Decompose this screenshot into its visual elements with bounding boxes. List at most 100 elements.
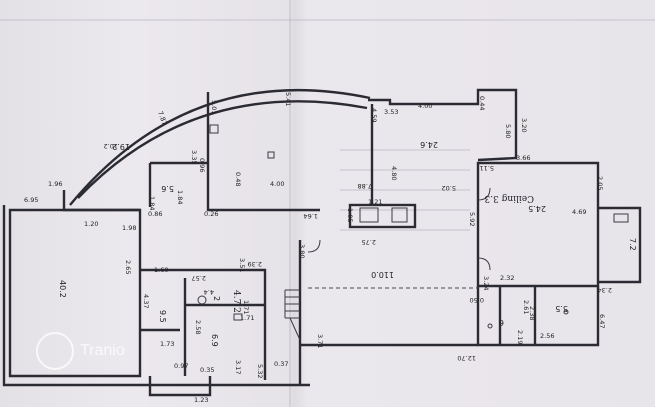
wall-right-room <box>476 161 600 288</box>
dim-label: 3.53 <box>384 108 398 116</box>
fireplace-box <box>391 207 408 223</box>
fireplace-box <box>359 207 379 223</box>
dim-label: 2.58 <box>194 320 202 334</box>
dim-label: 3.35 <box>190 150 198 164</box>
dim-label: 5.92 <box>468 212 476 226</box>
room-area: 5.6 <box>161 184 174 193</box>
dim-label: 3.66 <box>516 154 530 162</box>
dim-label: 0.26 <box>204 210 218 218</box>
dim-label: 1.84 <box>148 196 156 210</box>
dim-label: 1.71 <box>242 300 250 314</box>
dim-label: 4.59 <box>370 108 378 122</box>
dim-label: 7.88 <box>358 182 372 190</box>
fireplace <box>348 203 417 229</box>
dim-label: 3.80 <box>298 244 306 258</box>
dim-label: 5.11 <box>480 164 494 172</box>
watermark-text: Tranio <box>80 342 125 359</box>
dim-label: 0.96 <box>198 158 206 172</box>
room-area: 5.5 <box>555 304 568 313</box>
dim-label: 0.48 <box>234 172 242 186</box>
tranio-watermark: Tranio <box>36 332 125 370</box>
dim-label: 3.20 <box>520 118 528 132</box>
room-area: 6.9 <box>210 334 219 347</box>
dim-label: 1.05 <box>346 208 354 222</box>
staircase <box>284 289 300 319</box>
wall-balcony <box>598 206 642 284</box>
wall-arc-outer <box>69 88 371 206</box>
dim-label: 2.38 <box>528 306 536 320</box>
dim-label: 0.50 <box>470 296 484 304</box>
drain-fixture <box>487 323 493 329</box>
dim-label: 10.2 <box>104 142 118 150</box>
dim-label: 4.80 <box>390 166 398 180</box>
room-area: 19.2 <box>112 142 130 151</box>
dim-label: 6.95 <box>24 196 38 204</box>
balcony-rail <box>613 213 629 223</box>
fixture <box>209 124 219 134</box>
dim-label: 0.37 <box>274 360 288 368</box>
room-area: 2 <box>212 296 221 301</box>
staircase-rail <box>289 317 301 341</box>
door-swing <box>307 239 321 253</box>
dim-label: 6.47 <box>598 314 606 328</box>
dim-label: 1.96 <box>48 180 62 188</box>
dim-label: 3.24 <box>482 276 490 290</box>
dim-label: 2.32 <box>500 274 514 282</box>
dim-label: 2.05 <box>596 176 604 190</box>
dim-label: 3.71 <box>316 334 324 348</box>
dim-label: 1.21 <box>368 198 382 206</box>
wall-center-top <box>206 92 320 212</box>
door-swing <box>477 187 491 201</box>
drain-fixture <box>563 309 569 315</box>
room-area: 40.2 <box>58 280 67 298</box>
room-area: 24.5 <box>528 204 546 213</box>
fixture <box>267 151 275 159</box>
dim-label: 0.44 <box>478 96 486 110</box>
dim-label: 1.84 <box>176 190 184 204</box>
dim-label: 2.75 <box>362 238 376 246</box>
dim-label: 0.35 <box>200 366 214 374</box>
dim-label: 3.17 <box>234 360 242 374</box>
room-area: 6 <box>499 318 504 327</box>
dim-label: 4.00 <box>418 102 432 110</box>
dim-label: 1.23 <box>194 396 208 404</box>
dim-label: 5.32 <box>256 364 264 378</box>
room-area: 24.6 <box>420 140 438 149</box>
dim-label: 4.4 <box>204 288 214 296</box>
dim-label: 1.98 <box>122 224 136 232</box>
dim-label: 1.64 <box>304 212 318 220</box>
dim-label: 2.19 <box>516 330 524 344</box>
dim-label: 0.97 <box>174 362 188 370</box>
door-swing <box>477 257 491 271</box>
dim-label: 5.01 <box>210 100 218 114</box>
dim-label: 4.37 <box>142 294 150 308</box>
room-area: 110.0 <box>371 270 394 279</box>
dim-label: 1.71 <box>240 314 254 322</box>
wall-arc-base <box>62 190 140 212</box>
wall-top-right <box>368 88 518 162</box>
dim-label: 3.51 <box>238 258 246 272</box>
tranio-logo-icon <box>36 332 74 370</box>
dim-label: 5.02 <box>442 184 456 192</box>
sink-fixture <box>233 313 243 321</box>
dim-label: 5.41 <box>284 92 292 106</box>
handwritten-note: 4.7 2 <box>231 290 241 313</box>
dim-label: 1.73 <box>160 340 174 348</box>
dim-label: 2.57 <box>192 274 206 282</box>
dim-label: 12.70 <box>457 354 476 362</box>
dim-label: 4.69 <box>572 208 586 216</box>
dim-label: 1.20 <box>84 220 98 228</box>
dim-label: 1.60 <box>154 266 168 274</box>
wall-bay <box>148 376 212 397</box>
dim-label: 7.87 <box>156 110 168 126</box>
wall-lower-rooms <box>140 268 267 380</box>
dim-label: 5.80 <box>504 124 512 138</box>
room-area: 9.5 <box>158 310 167 323</box>
dim-label: 2.56 <box>540 332 554 340</box>
ceiling-note: Ceiling 3.3 <box>484 193 534 203</box>
dim-label: 2.39 <box>248 260 262 268</box>
dim-label: 4.00 <box>270 180 284 188</box>
wall-bath-block <box>476 286 600 347</box>
